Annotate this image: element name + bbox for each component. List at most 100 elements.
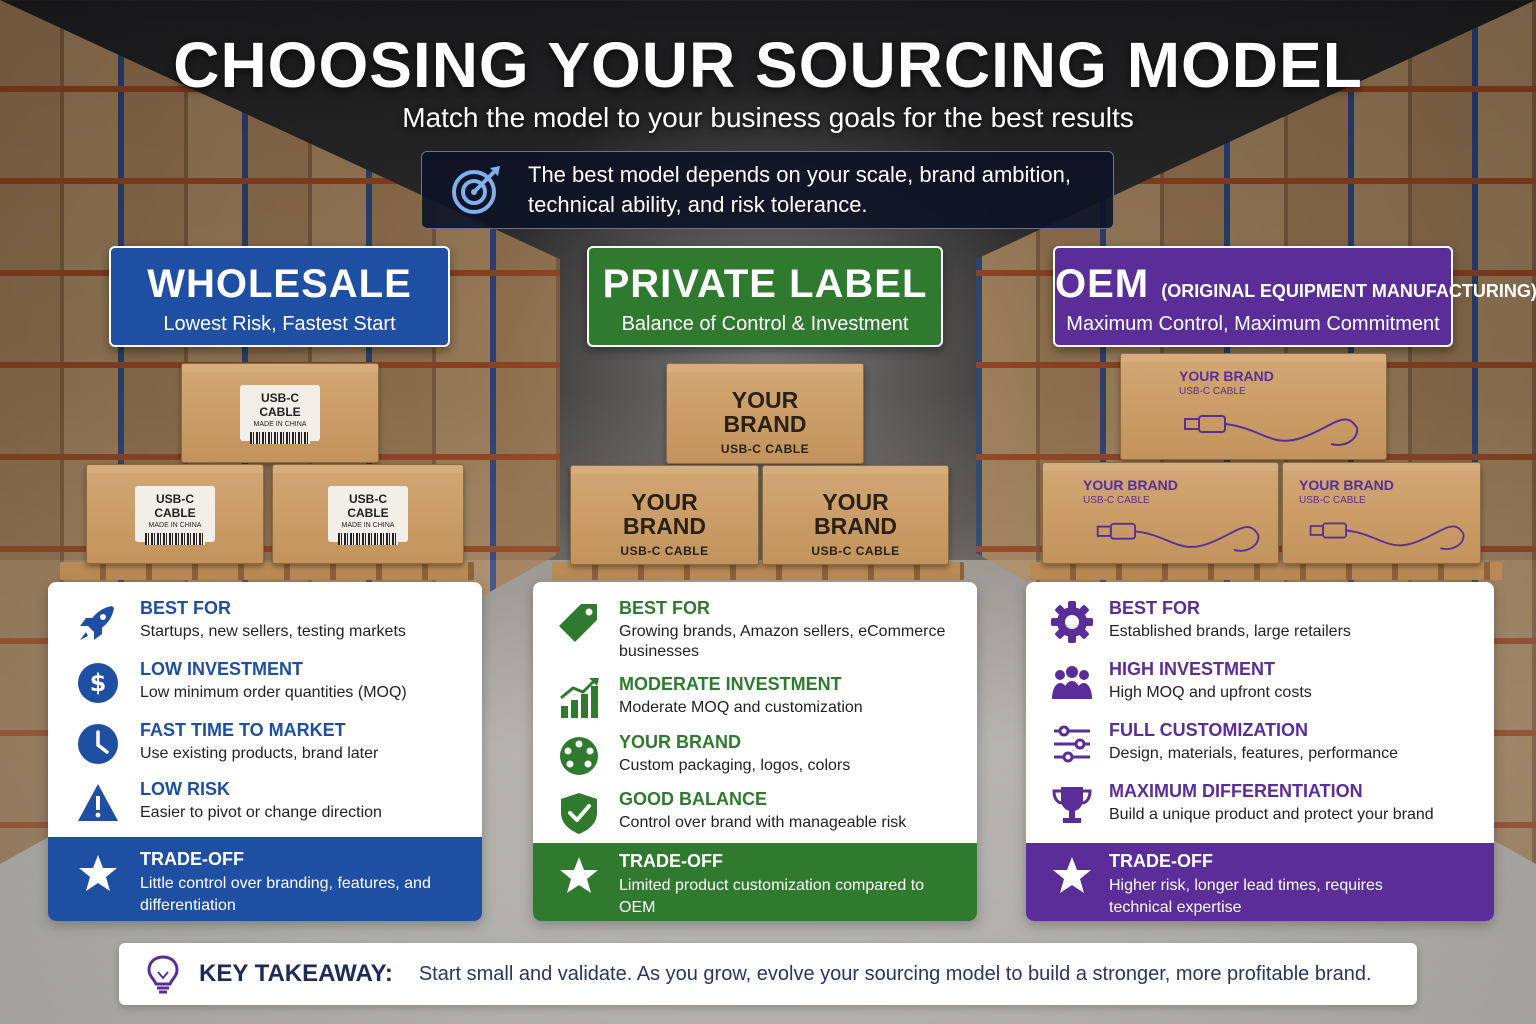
people-icon [1052, 666, 1092, 699]
box-product: USB-C CABLE [620, 544, 709, 558]
item-desc: Low minimum order quantities (MOQ) [140, 684, 407, 701]
box-print: YOUR BRAND USB-C CABLE [1083, 477, 1178, 506]
private-label-pallet [552, 562, 964, 580]
barcode [250, 432, 310, 444]
tradeoff-desc: Higher risk, longer lead times, requires… [1109, 877, 1383, 916]
tradeoff-box: TRADE-OFF Limited product customization … [533, 843, 977, 921]
item-desc: High MOQ and upfront costs [1109, 684, 1312, 701]
box-product: USB-C CABLE [720, 442, 810, 456]
tradeoff-box: TRADE-OFF Higher risk, longer lead times… [1026, 843, 1494, 921]
item-desc: Growing brands, Amazon sellers, eCommerc… [619, 623, 946, 660]
private-label-header: PRIVATE LABEL Balance of Control & Inves… [587, 246, 943, 347]
warning-icon [78, 784, 118, 821]
item-title: MAXIMUM DIFFERENTIATION [1109, 781, 1363, 801]
private-label-title: PRIVATE LABEL [602, 262, 928, 306]
wholesale-box: USB-C CABLE MADE IN CHINA [86, 464, 264, 564]
usb-cable-icon [1184, 415, 1359, 446]
private-label-panel: BEST FOR Growing brands, Amazon sellers,… [533, 582, 977, 921]
label-origin: MADE IN CHINA [341, 522, 395, 529]
star-icon [79, 855, 117, 891]
item-title: GOOD BALANCE [619, 789, 767, 809]
label-origin: MADE IN CHINA [253, 421, 307, 428]
box-product: USB-C CABLE [1299, 495, 1366, 506]
wholesale-panel: BEST FOR Startups, new sellers, testing … [48, 582, 482, 921]
item-desc: Control over brand with manageable risk [619, 814, 907, 831]
item-title: FULL CUSTOMIZATION [1109, 720, 1308, 740]
item-desc: Design, materials, features, performance [1109, 745, 1399, 762]
item-title: FAST TIME TO MARKET [140, 720, 346, 740]
box-brand: YOUR BRAND [1179, 368, 1274, 384]
chart-growth-icon [560, 678, 599, 718]
gear-icon [1051, 601, 1093, 643]
target-icon [452, 166, 500, 214]
oem-panel: BEST FOR Established brands, large retai… [1026, 582, 1494, 921]
box-print: YOUR BRAND USB-C CABLE [667, 388, 863, 456]
item-desc: Easier to pivot or change direction [140, 804, 382, 821]
oem-title-row: OEM (ORIGINAL EQUIPMENT MANUFACTURING) [1055, 262, 1536, 307]
product-label: USB-C CABLE MADE IN CHINA [328, 486, 408, 545]
private-label-box: YOUR BRAND USB-C CABLE [762, 465, 949, 565]
oem-pallet [1030, 562, 1502, 580]
oem-header: OEM (ORIGINAL EQUIPMENT MANUFACTURING) M… [1053, 246, 1536, 347]
tradeoff-desc: Little control over branding, features, … [140, 875, 431, 914]
item-desc: Custom packaging, logos, colors [619, 757, 851, 774]
star-icon [560, 857, 598, 893]
label-product-name: USB-C CABLE [347, 492, 389, 520]
item-title: LOW INVESTMENT [140, 659, 303, 679]
label-product-name: USB-C CABLE [259, 391, 301, 419]
box-brand: YOUR BRAND [1083, 477, 1178, 493]
oem-title: OEM [1055, 262, 1150, 306]
sliders-icon [1054, 725, 1090, 763]
takeaway-text: Start small and validate. As you grow, e… [418, 962, 1372, 985]
usb-cable-icon [1096, 522, 1260, 552]
product-label: USB-C CABLE MADE IN CHINA [135, 486, 215, 545]
box-brand: YOUR BRAND [813, 489, 898, 539]
page-title: CHOOSING YOUR SOURCING MODEL [173, 29, 1363, 101]
box-product: USB-C CABLE [811, 544, 900, 558]
item-desc: Moderate MOQ and customization [619, 699, 863, 716]
callout-box: The best model depends on your scale, br… [421, 151, 1114, 229]
barcode [145, 533, 205, 545]
private-label-box: YOUR BRAND USB-C CABLE [570, 465, 759, 565]
oem-box: YOUR BRAND USB-C CABLE [1042, 462, 1279, 564]
star-icon [1053, 857, 1091, 893]
tradeoff-box: TRADE-OFF Little control over branding, … [48, 837, 482, 921]
trophy-icon [1052, 787, 1092, 823]
tag-icon [559, 604, 597, 642]
tradeoff-title: TRADE-OFF [140, 849, 244, 869]
tradeoff-desc: Limited product customization compared t… [619, 877, 925, 916]
label-product-name: USB-C CABLE [154, 492, 196, 520]
box-print: YOUR BRAND USB-C CABLE [763, 490, 948, 558]
wholesale-header: WHOLESALE Lowest Risk, Fastest Start [109, 246, 450, 347]
key-takeaway-bar: KEY TAKEAWAY: Start small and validate. … [119, 943, 1417, 1005]
oem-box: YOUR BRAND USB-C CABLE [1120, 353, 1387, 460]
box-product: USB-C CABLE [1083, 495, 1150, 506]
box-brand: YOUR BRAND [1299, 477, 1394, 493]
dollar-icon: $ [78, 663, 118, 703]
box-product: USB-C CABLE [1179, 386, 1246, 397]
callout-text: The best model depends on your scale, br… [528, 162, 1071, 217]
item-title: BEST FOR [1109, 598, 1201, 618]
page-subtitle: Match the model to your business goals f… [402, 102, 1134, 133]
oem-subtitle: Maximum Control, Maximum Commitment [1066, 313, 1440, 335]
palette-icon [560, 737, 598, 775]
barcode [338, 533, 398, 545]
item-title: BEST FOR [140, 598, 232, 618]
wholesale-box: USB-C CABLE MADE IN CHINA [272, 464, 464, 564]
product-label: USB-C CABLE MADE IN CHINA [240, 385, 320, 444]
item-title: HIGH INVESTMENT [1109, 659, 1276, 679]
item-desc: Build a unique product and protect your … [1109, 806, 1434, 823]
label-origin: MADE IN CHINA [148, 522, 202, 529]
wholesale-pallet [60, 562, 474, 580]
box-brand: YOUR BRAND [622, 489, 707, 539]
item-desc: Startups, new sellers, testing markets [140, 623, 406, 640]
box-print: YOUR BRAND USB-C CABLE [1299, 477, 1394, 506]
item-title: MODERATE INVESTMENT [619, 674, 842, 694]
wholesale-box: USB-C CABLE MADE IN CHINA [181, 363, 379, 463]
wholesale-title: WHOLESALE [147, 262, 412, 306]
oem-box: YOUR BRAND USB-C CABLE [1282, 462, 1481, 564]
box-brand: YOUR BRAND [723, 387, 807, 437]
tradeoff-title: TRADE-OFF [619, 851, 723, 871]
item-desc: Established brands, large retailers [1109, 623, 1351, 640]
box-print: YOUR BRAND USB-C CABLE [1179, 368, 1274, 397]
